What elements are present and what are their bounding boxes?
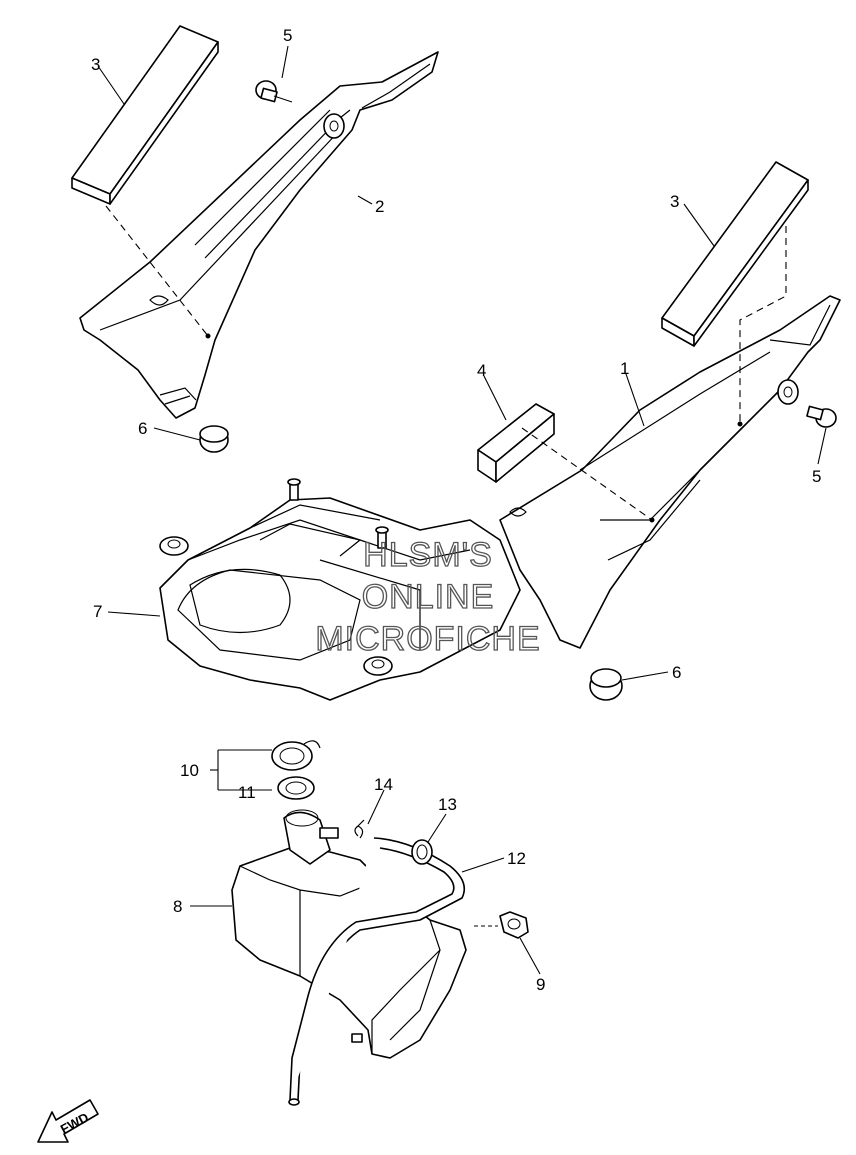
dashed-alignment-lines — [105, 205, 787, 523]
callout-14: 14 — [374, 775, 393, 794]
callout-13: 13 — [438, 795, 457, 814]
part-7-battery-box — [159, 478, 521, 701]
watermark: HLSM'S ONLINE MICROFICHE — [315, 535, 541, 658]
callout-6-lower: 6 — [672, 663, 681, 682]
watermark-line-1: HLSM'S — [363, 536, 493, 574]
callout-8: 8 — [173, 897, 182, 916]
part-1-right-side-cover — [499, 295, 841, 649]
fwd-label: FWD — [58, 1110, 91, 1137]
part-13-clamp — [411, 839, 433, 865]
part-2-left-side-cover — [79, 51, 439, 419]
part-10-cap — [271, 740, 321, 771]
leader-lines — [97, 45, 827, 975]
callout-9: 9 — [536, 975, 545, 994]
callout-5-upper: 5 — [283, 26, 292, 45]
part-5-screw-upper — [255, 80, 293, 103]
callout-11: 11 — [238, 783, 256, 802]
part-8-reservoir-tank — [231, 809, 467, 1059]
watermark-line-3: MICROFICHE — [315, 620, 540, 658]
callout-3-upper-left: 3 — [91, 55, 100, 74]
callout-12: 12 — [507, 849, 526, 868]
part-3-right-block — [661, 161, 809, 347]
part-6-grommet-lower — [589, 668, 623, 701]
callout-4: 4 — [477, 361, 486, 380]
part-14-clip — [354, 819, 365, 839]
callout-7: 7 — [93, 602, 102, 621]
fwd-arrow-icon: FWD — [37, 1099, 99, 1143]
part-9-bolt — [474, 911, 529, 939]
callout-5-right: 5 — [812, 467, 821, 486]
callout-10: 10 — [180, 761, 199, 780]
part-6-grommet-upper — [199, 425, 229, 453]
part-3-upper-left-block — [71, 25, 219, 205]
part-11-seal — [277, 776, 315, 800]
part-4-small-block — [477, 403, 555, 483]
callout-6-upper: 6 — [138, 419, 147, 438]
callout-3-right: 3 — [670, 192, 679, 211]
callout-1: 1 — [620, 359, 629, 378]
part-5-screw-right — [806, 405, 837, 428]
callout-2: 2 — [375, 197, 384, 216]
callout-labels: 3 5 2 6 3 4 1 5 7 6 10 11 14 13 12 8 9 — [91, 26, 821, 994]
watermark-line-2: ONLINE — [362, 578, 495, 616]
